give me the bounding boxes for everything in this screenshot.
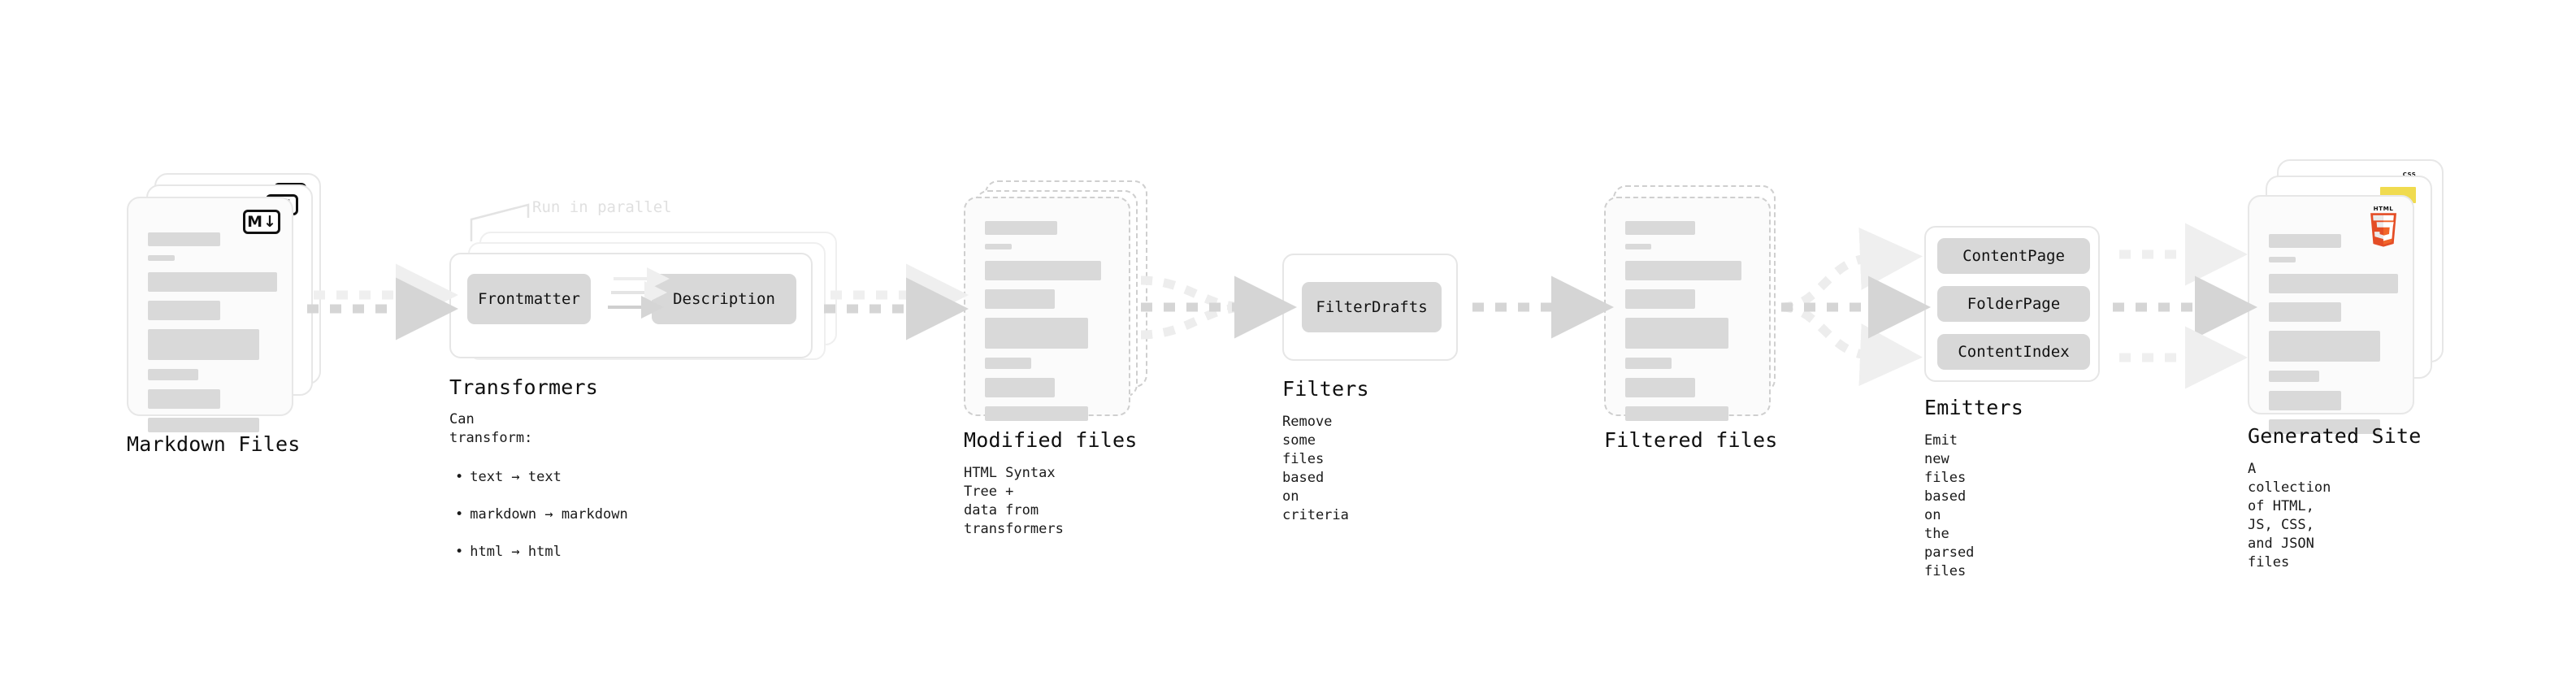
stage-description: Emit new files based on the parsed files (1924, 432, 1975, 579)
markdown-icon: M ↓ (243, 210, 280, 234)
stage-title: Modified files (964, 428, 1138, 452)
stage-title: Transformers (449, 375, 599, 399)
transformer-panel-front: Frontmatter Description (449, 253, 813, 358)
stage-title: Emitters (1924, 396, 2024, 419)
emitter-chip-contentpage[interactable]: ContentPage (1937, 238, 2090, 274)
transformer-chip-description[interactable]: Description (652, 274, 796, 324)
markdown-file-card-front: M ↓ (127, 197, 293, 432)
stage-title: Generated Site (2248, 424, 2422, 448)
file-placeholder-lines (985, 221, 1114, 430)
stage-description: Remove some files based on criteria (1282, 414, 1349, 523)
stage-description: HTML Syntax Tree + data from transformer… (964, 465, 1064, 537)
emitters-panel: ContentPage FolderPage ContentIndex (1924, 226, 2100, 382)
arrow-modified-to-filters (1140, 275, 1297, 340)
stage-description: Can transform: (449, 411, 533, 446)
transform-bullet-list: text → text markdown → markdown html → h… (455, 431, 628, 599)
bullet-item: html → html (455, 543, 628, 562)
filters-panel: FilterDrafts (1282, 254, 1458, 361)
stage-title: Filtered files (1604, 428, 1778, 452)
arrow-emitters-to-site (2113, 223, 2257, 389)
generated-site-card-front: HTML (2248, 195, 2414, 434)
stage-title: Markdown Files (127, 432, 301, 456)
arrow-markdown-to-transformers (307, 263, 458, 340)
filter-chip-filterdrafts[interactable]: FilterDrafts (1302, 282, 1442, 332)
arrow-transformers-to-modified (824, 263, 969, 340)
bullet-item: text → text (455, 468, 628, 487)
emitter-chip-contentindex[interactable]: ContentIndex (1937, 334, 2090, 370)
svg-text:HTML: HTML (2374, 206, 2394, 212)
file-placeholder-lines (1625, 221, 1754, 430)
stage-title: Filters (1282, 377, 1369, 401)
run-in-parallel-annotation: Run in parallel (532, 198, 672, 216)
file-placeholder-lines (2269, 234, 2398, 443)
modified-file-card-front (964, 197, 1130, 421)
bullet-item: markdown → markdown (455, 505, 627, 524)
file-placeholder-lines (148, 232, 277, 441)
stage-description: A collection of HTML, JS, CSS, and JSON … (2248, 461, 2331, 570)
emitter-chip-folderpage[interactable]: FolderPage (1937, 286, 2090, 322)
html5-icon: HTML (2370, 206, 2396, 247)
transformer-chip-frontmatter[interactable]: Frontmatter (467, 274, 591, 324)
arrow-filtered-to-emitters (1780, 227, 1931, 387)
filtered-file-card-front (1604, 197, 1771, 421)
